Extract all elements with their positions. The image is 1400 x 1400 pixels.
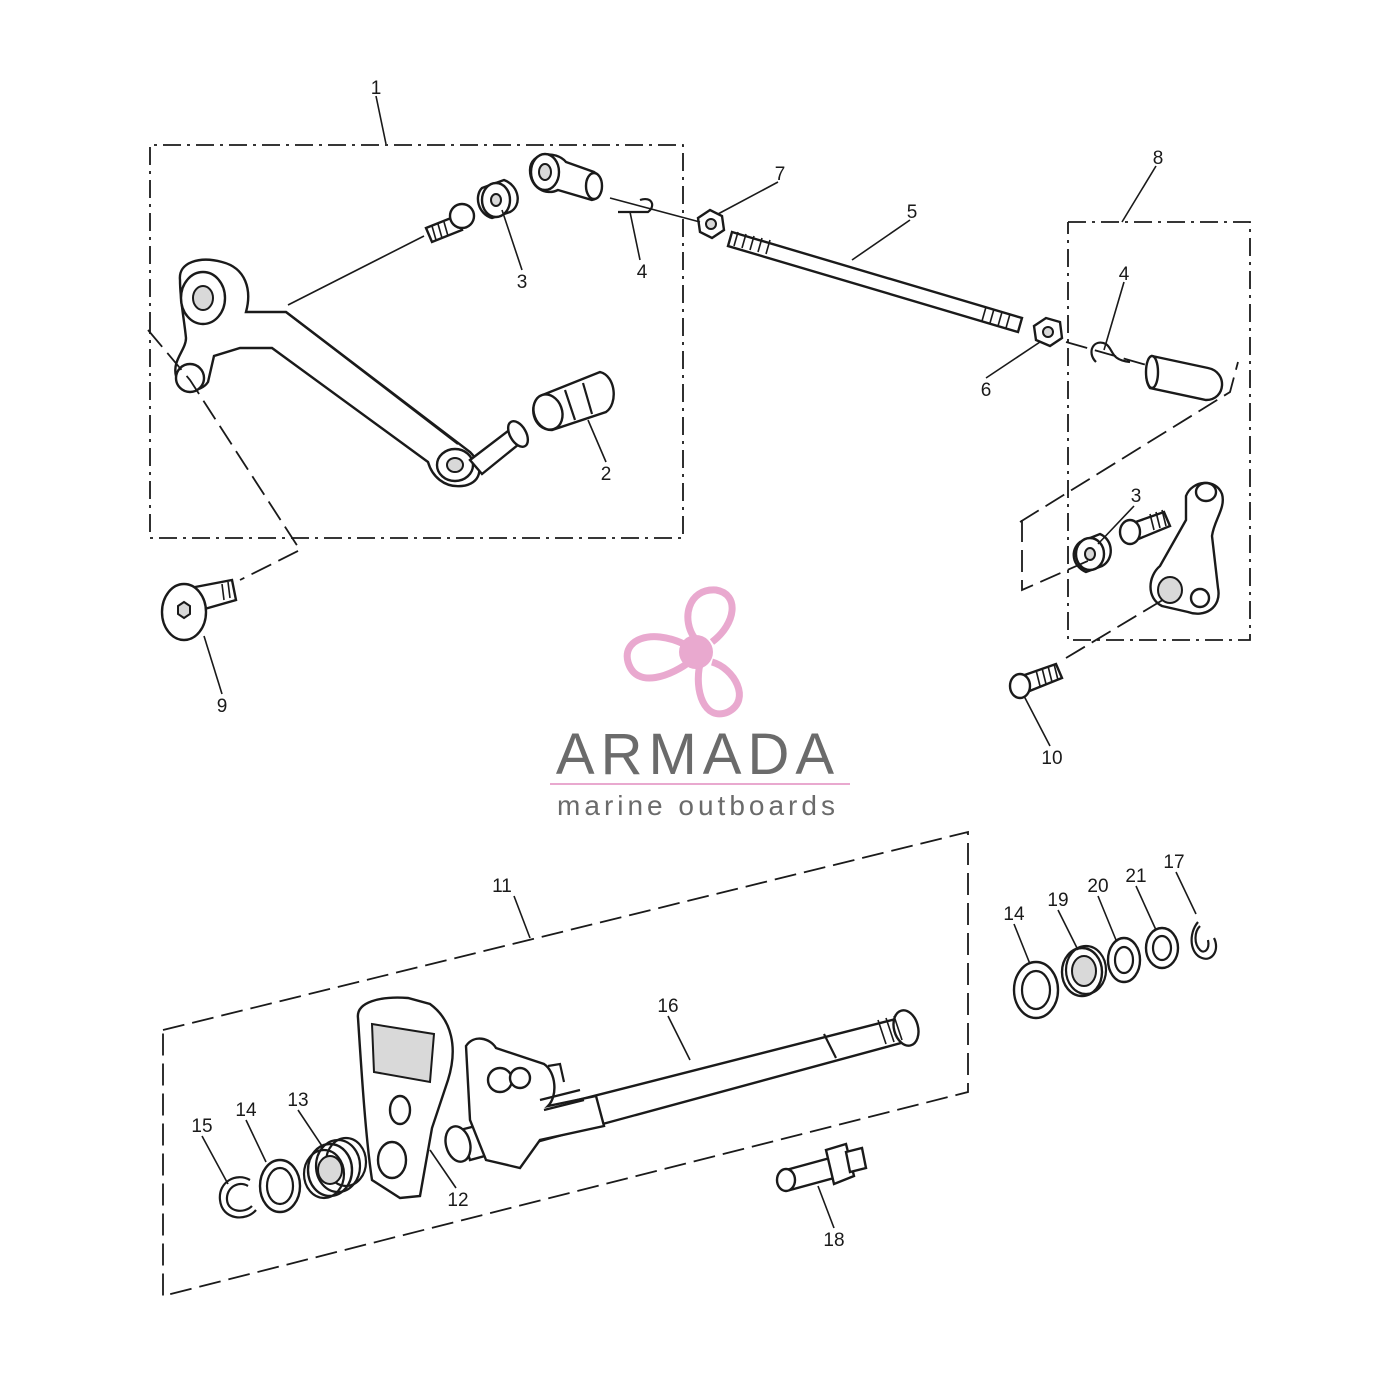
- bolt-10: [1008, 662, 1064, 700]
- shift-arm-plate: [356, 996, 454, 1200]
- circlip-17: [1190, 921, 1218, 960]
- washer-20: [1106, 936, 1142, 984]
- group-11-frame: [162, 830, 969, 1298]
- callout-12: 12: [447, 1190, 468, 1211]
- callout-10: 10: [1041, 748, 1062, 769]
- callout-3a: 3: [517, 272, 528, 293]
- leader-lines: [201, 95, 1197, 1229]
- callout-21: 21: [1125, 866, 1146, 887]
- pivot-bolt-2: [1118, 509, 1172, 546]
- armada-propeller-logo-icon: [623, 586, 743, 718]
- callout-19: 19: [1047, 890, 1068, 911]
- shift-rod: [726, 230, 1024, 334]
- circlip-15: [218, 1176, 257, 1219]
- clip-1: [618, 198, 654, 214]
- callout-1: 1: [371, 78, 382, 99]
- callout-16: 16: [657, 996, 678, 1017]
- callout-20: 20: [1087, 876, 1108, 897]
- callout-17: 17: [1163, 852, 1184, 873]
- shift-lever-arm: [1149, 481, 1224, 615]
- callout-11: 11: [492, 876, 512, 897]
- collar-washer-2: [1072, 532, 1112, 574]
- shift-cam-pawls: [464, 1037, 606, 1170]
- callout-15: 15: [191, 1116, 212, 1137]
- washer-14-left: [258, 1158, 302, 1214]
- callout-9: 9: [217, 696, 228, 717]
- callout-4b: 4: [1119, 264, 1130, 285]
- callout-7: 7: [775, 164, 786, 185]
- collar-washer-1: [476, 178, 519, 220]
- brand-name: ARMADA: [556, 722, 840, 787]
- callout-3b: 3: [1131, 486, 1142, 507]
- washer-21: [1144, 926, 1180, 970]
- group-8-frame: [1067, 221, 1251, 641]
- callout-6: 6: [981, 380, 992, 401]
- guide-lines-upper: [147, 197, 1239, 659]
- pivot-bolt-1: [424, 202, 476, 244]
- callout-13: 13: [287, 1090, 308, 1111]
- rod-end-joint: [528, 152, 604, 202]
- shoulder-bolt-9: [160, 578, 238, 642]
- callout-5: 5: [907, 202, 918, 223]
- callout-14b: 14: [1003, 904, 1025, 925]
- stopper-bolt-18: [775, 1142, 868, 1193]
- peg-rubber: [532, 370, 615, 432]
- bushing-19: [1060, 944, 1108, 998]
- callout-14a: 14: [235, 1100, 257, 1121]
- return-spring: [302, 1136, 368, 1200]
- nut-7: [696, 208, 726, 240]
- callout-2: 2: [601, 464, 612, 485]
- callout-4a: 4: [637, 262, 648, 283]
- callout-18: 18: [823, 1230, 844, 1251]
- armada-wordmark: ARMADA marine outboards: [550, 722, 850, 821]
- rod-end-right: [1144, 354, 1224, 402]
- washer-14-right: [1012, 960, 1060, 1020]
- brand-tagline: marine outboards: [557, 790, 839, 821]
- callout-labels: 1 2 3 4 5 6 7 8 4 3 9 10 11 12 13 14 15 …: [191, 78, 1184, 1251]
- nut-6: [1032, 316, 1064, 348]
- shift-pedal-arm: [174, 258, 530, 488]
- callout-8: 8: [1153, 148, 1164, 169]
